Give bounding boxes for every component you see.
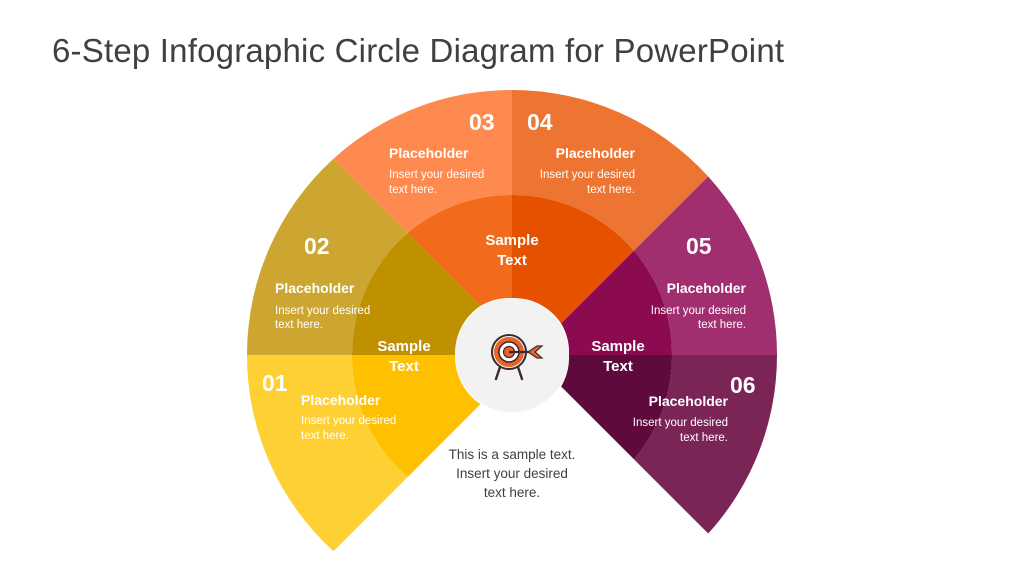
segment-04-number: 04 [527, 109, 553, 135]
segment-06-number: 06 [730, 372, 756, 398]
segment-02-outer[interactable] [246, 158, 408, 355]
segment-05-desc-line1: Insert your desired [651, 305, 746, 317]
segment-03-title: Placeholder [389, 145, 469, 161]
segment-05-outer[interactable] [633, 176, 778, 355]
segment-01-outer[interactable] [246, 355, 408, 552]
segment-04-title: Placeholder [556, 145, 636, 161]
segment-02-inner[interactable] [351, 233, 481, 355]
segment-05-title: Placeholder [667, 280, 747, 296]
group-right-label-line2: Text [603, 358, 633, 375]
segment-05-number: 05 [686, 233, 712, 259]
segment-05-inner[interactable] [561, 250, 673, 355]
bottom-note-line2: Insert your desired [456, 466, 568, 481]
segment-02-desc-line2: text here. [275, 319, 323, 331]
segment-02-number: 02 [304, 233, 330, 259]
segment-01-title: Placeholder [301, 392, 381, 408]
segment-03-desc-line2: text here. [389, 184, 437, 196]
slide-title: 6-Step Infographic Circle Diagram for Po… [52, 32, 785, 69]
target-with-arrow-icon [491, 334, 544, 381]
group-top-label-line1: Sample [485, 232, 538, 249]
segment-01-inner[interactable] [351, 355, 481, 477]
segment-03-outer[interactable] [333, 89, 512, 234]
group-right-label-line1: Sample [591, 338, 644, 355]
segment-02-title: Placeholder [275, 280, 355, 296]
segment-03-desc-line1: Insert your desired [389, 169, 484, 181]
bottom-note-line1: This is a sample text. [449, 447, 576, 462]
segment-03-inner[interactable] [407, 194, 512, 306]
segment-04-desc-line2: text here. [587, 184, 635, 196]
segment-01-number: 01 [262, 370, 288, 396]
segment-04-desc-line1: Insert your desired [540, 169, 635, 181]
segment-02-desc-line1: Insert your desired [275, 305, 370, 317]
segment-04-inner[interactable] [512, 194, 634, 324]
group-left-label-line2: Text [389, 358, 419, 375]
segment-04-outer[interactable] [512, 89, 709, 251]
segment-01-desc-line1: Insert your desired [301, 415, 396, 427]
segment-06-desc-line1: Insert your desired [633, 417, 728, 429]
group-left-label-line1: Sample [377, 338, 430, 355]
segment-06-desc-line2: text here. [680, 432, 728, 444]
bottom-note-line3: text here. [484, 485, 540, 500]
segment-06-title: Placeholder [649, 393, 729, 409]
segment-01-desc-line2: text here. [301, 430, 349, 442]
segment-06-inner[interactable] [561, 355, 673, 460]
segment-06-outer[interactable] [633, 355, 778, 534]
group-top-label-line2: Text [497, 252, 527, 269]
segment-03-number: 03 [469, 109, 495, 135]
segment-labels: 01 Placeholder Insert your desired text … [262, 109, 756, 500]
segment-05-desc-line2: text here. [698, 319, 746, 331]
diagram-wedges [246, 89, 778, 552]
